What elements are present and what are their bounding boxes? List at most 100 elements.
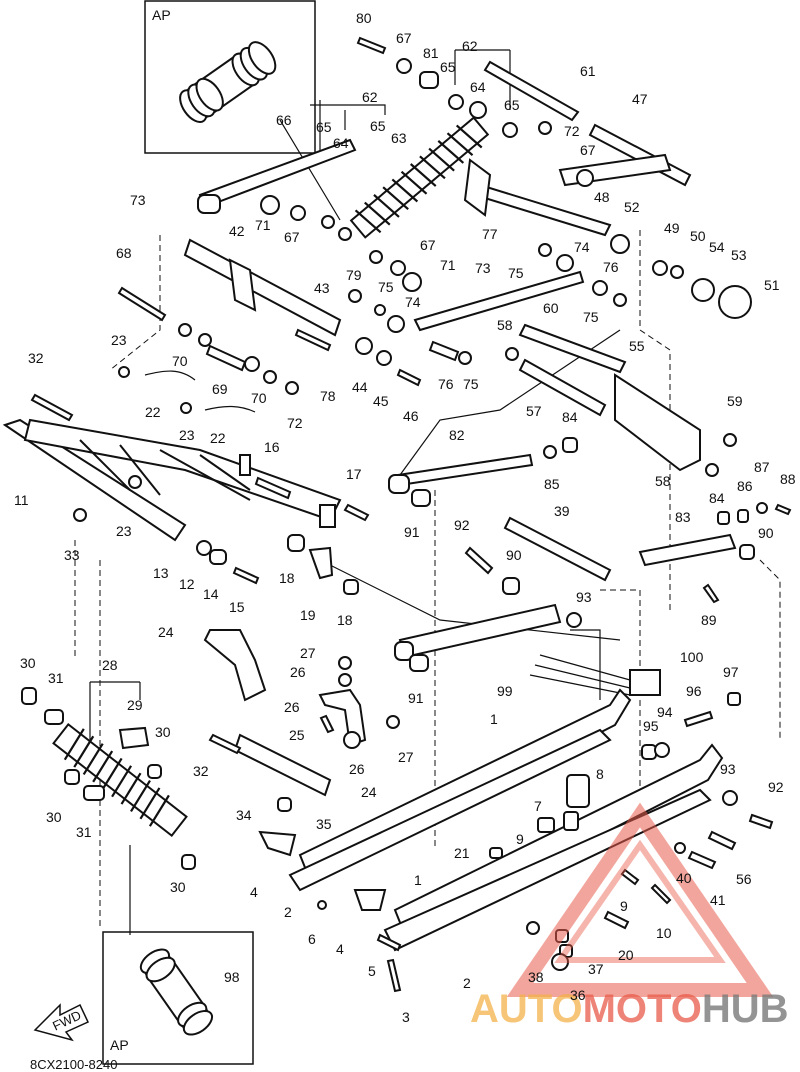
callout-68: 68	[116, 245, 132, 261]
callout-18: 18	[337, 612, 353, 628]
callout-65: 65	[440, 59, 456, 75]
upper-parts	[117, 36, 752, 477]
callout-2: 2	[463, 975, 471, 991]
callout-8: 8	[596, 766, 604, 782]
callout-46: 46	[403, 408, 419, 424]
callout-96: 96	[686, 683, 702, 699]
callout-74: 74	[574, 239, 590, 255]
callout-27: 27	[398, 749, 414, 765]
callout-22: 22	[210, 430, 226, 446]
callout-26: 26	[349, 761, 365, 777]
callout-61: 61	[580, 63, 596, 79]
callout-4: 4	[250, 884, 258, 900]
callout-76: 76	[603, 259, 619, 275]
fwd-arrow: FWD	[33, 1003, 90, 1042]
callout-9: 9	[516, 831, 524, 847]
callout-92: 92	[454, 517, 470, 533]
callout-97: 97	[723, 664, 739, 680]
callout-80: 80	[356, 10, 372, 26]
callout-33: 33	[64, 547, 80, 563]
callout-73: 73	[475, 260, 491, 276]
callout-9: 9	[620, 898, 628, 914]
callout-24: 24	[158, 624, 174, 640]
callout-62: 62	[362, 89, 378, 105]
callout-49: 49	[664, 220, 680, 236]
callout-59: 59	[727, 393, 743, 409]
callout-69: 69	[212, 381, 228, 397]
callout-64: 64	[333, 135, 349, 151]
callout-20: 20	[618, 947, 634, 963]
inset-top: AP	[144, 0, 316, 154]
callout-23: 23	[116, 523, 132, 539]
callout-31: 31	[48, 670, 64, 686]
callout-67: 67	[284, 229, 300, 245]
callout-27: 27	[300, 645, 316, 661]
callout-1: 1	[414, 872, 422, 888]
bellows-part-98	[139, 948, 214, 1036]
callout-92: 92	[768, 779, 784, 795]
callout-71: 71	[255, 217, 271, 233]
callout-50: 50	[690, 228, 706, 244]
callout-32: 32	[28, 350, 44, 366]
callout-75: 75	[378, 279, 394, 295]
callout-21: 21	[454, 845, 470, 861]
callout-52: 52	[624, 199, 640, 215]
callout-58: 58	[655, 473, 671, 489]
callout-47: 47	[632, 91, 648, 107]
callout-67: 67	[580, 142, 596, 158]
callout-35: 35	[316, 816, 332, 832]
callout-41: 41	[710, 892, 726, 908]
callout-72: 72	[287, 415, 303, 431]
callout-22: 22	[145, 404, 161, 420]
callout-42: 42	[229, 223, 245, 239]
callout-88: 88	[780, 471, 796, 487]
callout-85: 85	[544, 476, 560, 492]
callout-75: 75	[508, 265, 524, 281]
callout-53: 53	[731, 247, 747, 263]
callout-89: 89	[701, 612, 717, 628]
callout-87: 87	[754, 459, 770, 475]
callout-65: 65	[370, 118, 386, 134]
callout-65: 65	[504, 97, 520, 113]
callout-39: 39	[554, 503, 570, 519]
callout-12: 12	[179, 576, 195, 592]
callout-58: 58	[497, 317, 513, 333]
callout-98: 98	[224, 969, 240, 985]
callout-82: 82	[449, 427, 465, 443]
callout-11: 11	[14, 492, 29, 508]
callout-83: 83	[675, 509, 691, 525]
callout-84: 84	[709, 490, 725, 506]
inset-bottom: AP	[102, 931, 254, 1065]
callout-72: 72	[564, 123, 580, 139]
callout-93: 93	[576, 589, 592, 605]
callout-57: 57	[526, 403, 542, 419]
callout-23: 23	[179, 427, 195, 443]
callout-16: 16	[264, 439, 280, 455]
callout-94: 94	[657, 704, 673, 720]
callout-64: 64	[470, 79, 486, 95]
callout-93: 93	[720, 761, 736, 777]
callout-63: 63	[391, 130, 407, 146]
callout-81: 81	[423, 45, 439, 61]
callout-30: 30	[46, 809, 62, 825]
callout-95: 95	[643, 718, 659, 734]
callout-73: 73	[130, 192, 146, 208]
watermark-logo: AUTOMOTOHUB	[470, 802, 789, 1031]
callout-31: 31	[76, 824, 92, 840]
callout-62: 62	[462, 38, 478, 54]
callout-91: 91	[408, 690, 424, 706]
callout-34: 34	[236, 807, 252, 823]
callout-56: 56	[736, 871, 752, 887]
front-arm	[2, 393, 370, 595]
callout-67: 67	[396, 30, 412, 46]
callout-32: 32	[193, 763, 209, 779]
leader-lines	[74, 49, 781, 935]
callout-4: 4	[336, 941, 344, 957]
callout-70: 70	[172, 353, 188, 369]
callout-15: 15	[229, 599, 245, 615]
callout-26: 26	[290, 664, 306, 680]
callout-44: 44	[352, 379, 368, 395]
callout-66: 66	[276, 112, 292, 128]
callout-75: 75	[463, 376, 479, 392]
